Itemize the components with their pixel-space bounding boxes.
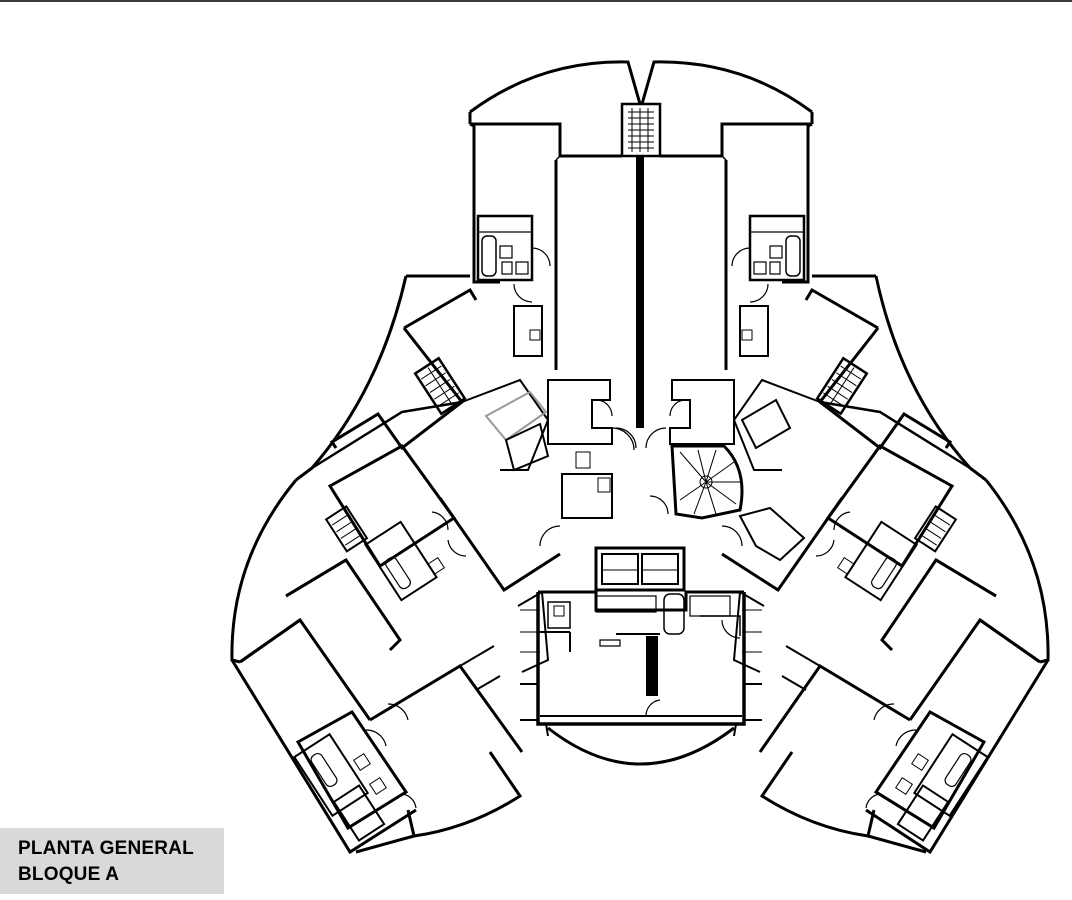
wing-top [468,60,814,449]
caption-title: PLANTA GENERAL [18,838,194,859]
top-rule [0,0,1072,2]
caption-subtitle: BLOQUE A [18,864,120,885]
wing-left [230,274,561,855]
central-core [536,427,746,766]
wing-right [721,274,1050,855]
plan-caption: PLANTA GENERAL BLOQUE A [0,828,224,894]
